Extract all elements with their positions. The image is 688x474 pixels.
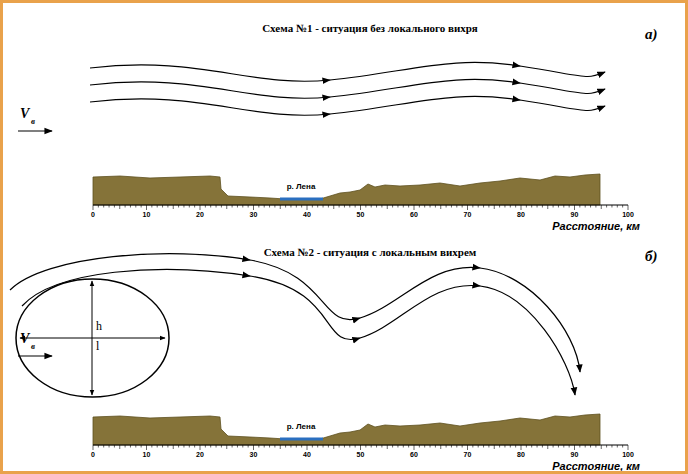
streamlines: [90, 62, 605, 115]
axis-number: 50: [357, 211, 365, 219]
axis-number: 80: [517, 451, 525, 459]
velocity-subscript: в: [31, 341, 35, 351]
axis-number: 20: [196, 211, 204, 219]
terrain-profile: [93, 174, 628, 205]
axis-number: 50: [357, 451, 365, 459]
axis-number: 80: [517, 211, 525, 219]
river-name: р. Лена: [287, 422, 316, 431]
axis-number: 90: [571, 211, 579, 219]
wind-arrow: [18, 130, 52, 131]
axis-number: 40: [303, 451, 311, 459]
axis-number: 0: [91, 451, 95, 459]
axis-number: 10: [143, 211, 151, 219]
height-label: h: [96, 320, 102, 333]
wind-arrow: [18, 355, 52, 356]
axis-number: 60: [410, 211, 418, 219]
length-label: l: [96, 340, 99, 353]
axis-number: 40: [303, 211, 311, 219]
axis-ticks: [93, 445, 628, 450]
axis-title: Расстояние, км: [552, 220, 640, 232]
axis-number: 100: [622, 451, 634, 459]
river-name: р. Лена: [287, 182, 316, 191]
height-dimension: [92, 281, 93, 395]
panel-b: [10, 254, 628, 450]
ellipse-outline: [15, 278, 170, 398]
axis-number: 30: [250, 451, 258, 459]
axis-number: 0: [91, 211, 95, 219]
panel-a: [18, 62, 628, 210]
panel-letter: б): [645, 248, 657, 265]
axis-number: 10: [143, 451, 151, 459]
velocity-symbol: V: [20, 106, 29, 122]
axis-number: 100: [622, 211, 634, 219]
vortex-ellipse: hl: [15, 278, 170, 398]
vortex-outline: [16, 279, 169, 397]
axis-number: 30: [250, 211, 258, 219]
axis-number: 70: [464, 451, 472, 459]
panel-title: Схема №2 - ситуация с локальным вихрем: [264, 246, 477, 258]
axis-title: Расстояние, км: [552, 460, 640, 472]
axis-number: 70: [464, 211, 472, 219]
velocity-subscript: в: [31, 116, 35, 126]
streamlines: [10, 254, 580, 395]
axis-number: 20: [196, 451, 204, 459]
panel-title: Схема №1 - ситуация без локального вихря: [262, 22, 478, 34]
velocity-symbol: V: [20, 331, 29, 347]
axis-number: 90: [571, 451, 579, 459]
axis-ticks: [93, 205, 628, 210]
terrain-profile: [93, 414, 628, 445]
axis-number: 60: [410, 451, 418, 459]
panel-letter: а): [645, 26, 658, 43]
